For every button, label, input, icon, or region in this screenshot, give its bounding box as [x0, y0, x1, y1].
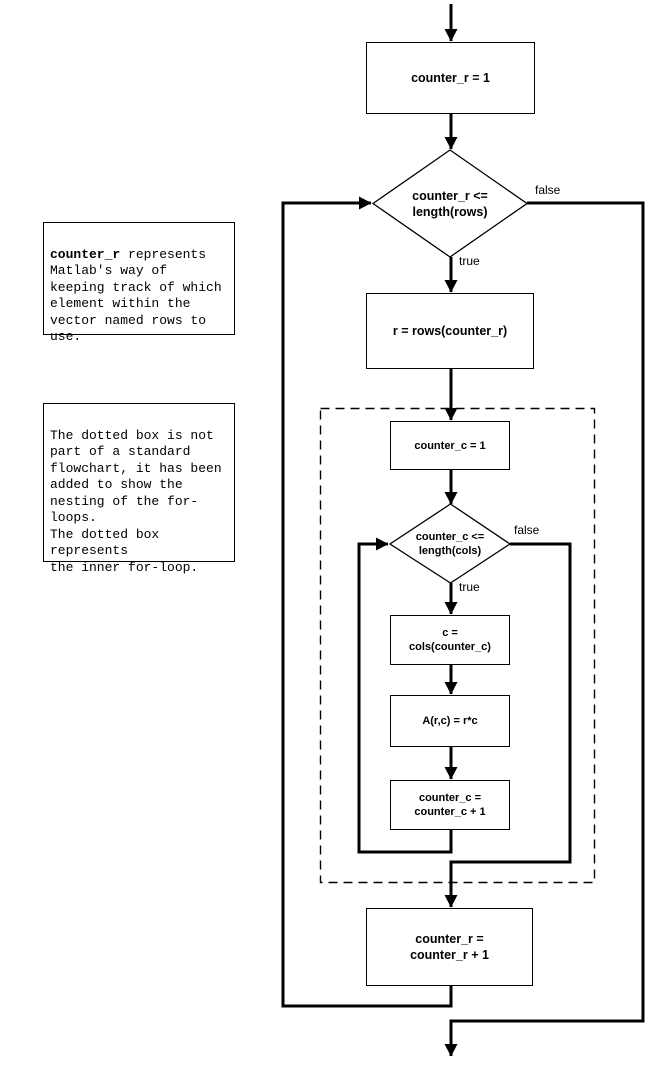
outer-false-exit-line — [444, 201, 645, 1057]
inner-true-label: true — [459, 580, 480, 594]
inner-decision-diamond — [388, 503, 512, 584]
inner-false-line — [444, 542, 572, 908]
node-counter-r-init: counter_r = 1 — [366, 42, 535, 114]
node-c-assign: c = cols(counter_c) — [390, 615, 510, 665]
outer-false-label: false — [535, 183, 561, 197]
note-counter-r: counter_r represents Matlab's way of kee… — [43, 222, 235, 344]
outer-true-label: true — [459, 254, 480, 268]
outer-decision-label: counter_r <= length(rows) — [412, 189, 488, 219]
outer-loopback-line — [281, 196, 453, 1008]
outer-decision-diamond — [371, 149, 529, 258]
node-r-assign: r = rows(counter_r) — [366, 293, 534, 369]
node-compute-a: A(r,c) = r*c — [390, 695, 510, 747]
note-dotted-box: The dotted box is not part of a standard… — [43, 403, 235, 575]
inner-loop-dotted-box — [319, 407, 596, 884]
inner-loopback-line — [357, 537, 453, 854]
note-counter-r-text: represents Matlab's way of keeping track… — [50, 246, 222, 345]
node-counter-c-init: counter_c = 1 — [390, 421, 510, 470]
note-counter-r-bold-lead: counter_r — [50, 246, 121, 262]
inner-false-label: false — [514, 523, 540, 537]
inner-decision-label: counter_c <= length(cols) — [415, 531, 485, 557]
node-counter-r-increment: counter_r = counter_r + 1 — [366, 908, 533, 986]
note-dotted-box-text: The dotted box is not part of a standard… — [50, 427, 222, 575]
node-counter-c-increment: counter_c = counter_c + 1 — [390, 780, 510, 830]
